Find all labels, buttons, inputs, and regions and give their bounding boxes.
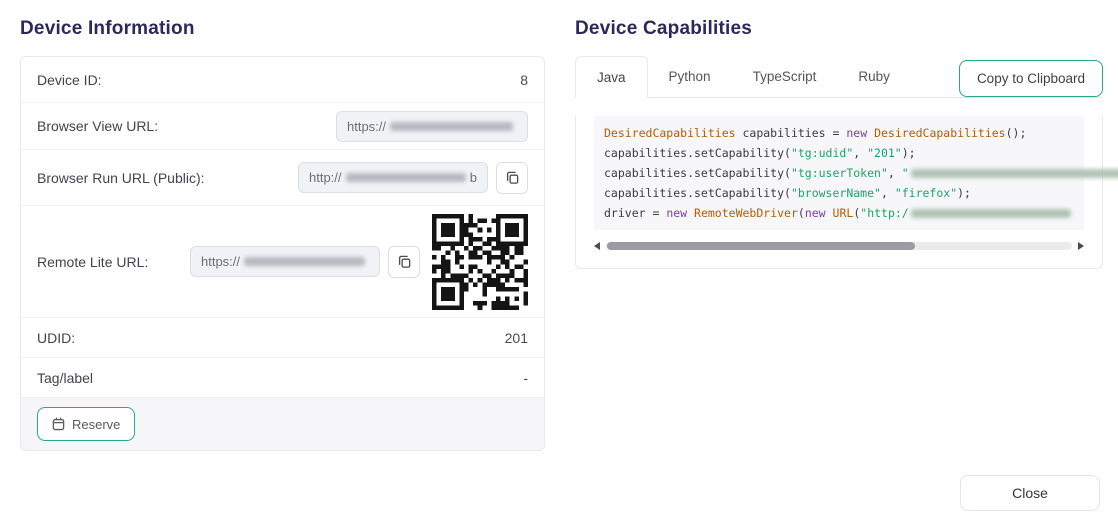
copy-icon (505, 170, 520, 185)
device-information-card: Device ID: 8 Browser View URL: https:// … (20, 56, 545, 451)
remote-lite-url-input[interactable]: https:// (190, 246, 380, 277)
device-id-row: Device ID: 8 (21, 57, 544, 103)
card-footer-row: Reserve (21, 398, 544, 450)
device-capabilities-panel: Device Capabilities Copy to Clipboard Ja… (575, 18, 1118, 269)
tab-ruby[interactable]: Ruby (858, 69, 890, 84)
tab-java[interactable]: Java (575, 56, 648, 98)
tag-label: Tag/label (37, 369, 94, 386)
url-prefix: http:// (309, 170, 342, 185)
redacted-url (244, 257, 365, 266)
device-capabilities-title: Device Capabilities (575, 18, 752, 39)
udid-label: UDID: (37, 329, 76, 346)
device-id-label: Device ID: (37, 71, 102, 88)
browser-run-url-group: http:// b (298, 161, 528, 194)
copy-to-clipboard-button[interactable]: Copy to Clipboard (958, 60, 1103, 97)
reserve-button-label: Reserve (72, 416, 121, 432)
redacted-url (390, 121, 513, 131)
device-id-value: 8 (520, 71, 528, 88)
browser-view-url-input[interactable]: https:// (336, 110, 528, 142)
code-block: DesiredCapabilities capabilities = new D… (594, 116, 1118, 230)
browser-view-url-label: Browser View URL: (37, 118, 159, 134)
browser-run-url-row: Browser Run URL (Public): http:// b (21, 150, 544, 206)
redacted-text (910, 168, 1118, 178)
scrollbar-thumb[interactable] (607, 242, 915, 250)
remote-lite-url-label: Remote Lite URL: (37, 253, 149, 270)
qr-code (432, 213, 528, 310)
scroll-left-arrow[interactable] (594, 242, 600, 250)
close-button[interactable]: Close (960, 475, 1100, 511)
tab-python[interactable]: Python (668, 69, 711, 84)
capabilities-tabs: Java Python TypeScript Ruby (575, 56, 1103, 98)
code-line: driver = new RemoteWebDriver(new URL("ht… (594, 203, 1084, 223)
url-prefix: https:// (201, 254, 241, 269)
url-suffix: b (469, 170, 477, 185)
redacted-text (910, 208, 1071, 218)
copy-icon (397, 254, 412, 269)
udid-value: 201 (504, 329, 528, 346)
copy-run-url-button[interactable] (496, 161, 528, 194)
scroll-right-arrow[interactable] (1078, 242, 1084, 250)
tag-label-row: Tag/label - (21, 358, 544, 398)
code-scrollbar (594, 242, 1084, 268)
tag-value: - (523, 369, 528, 386)
code-line: capabilities.setCapability("tg:udid", "2… (604, 146, 916, 160)
code-line: DesiredCapabilities capabilities = new D… (604, 126, 1027, 140)
tab-typescript[interactable]: TypeScript (752, 69, 817, 84)
browser-run-url-label: Browser Run URL (Public): (37, 169, 205, 186)
browser-run-url-input[interactable]: http:// b (298, 162, 488, 193)
scrollbar-track[interactable] (606, 242, 1072, 250)
code-line: capabilities.setCapability("browserName"… (604, 186, 971, 200)
url-prefix: https:// (347, 118, 387, 134)
capabilities-card: DesiredCapabilities capabilities = new D… (575, 116, 1118, 269)
copy-remote-lite-url-button[interactable] (388, 245, 420, 278)
redacted-url (345, 173, 466, 182)
remote-lite-url-group: https:// (190, 245, 420, 278)
device-information-title: Device Information (20, 18, 195, 39)
browser-view-url-row: Browser View URL: https:// (21, 103, 544, 150)
calendar-icon (52, 417, 65, 431)
reserve-button[interactable]: Reserve (37, 407, 136, 441)
code-line: capabilities.setCapability("tg:userToken… (594, 163, 1118, 183)
remote-lite-url-row: Remote Lite URL: https:// (21, 206, 544, 318)
udid-row: UDID: 201 (21, 318, 544, 358)
device-information-panel: Device Information Device ID: 8 Browser … (20, 18, 545, 451)
